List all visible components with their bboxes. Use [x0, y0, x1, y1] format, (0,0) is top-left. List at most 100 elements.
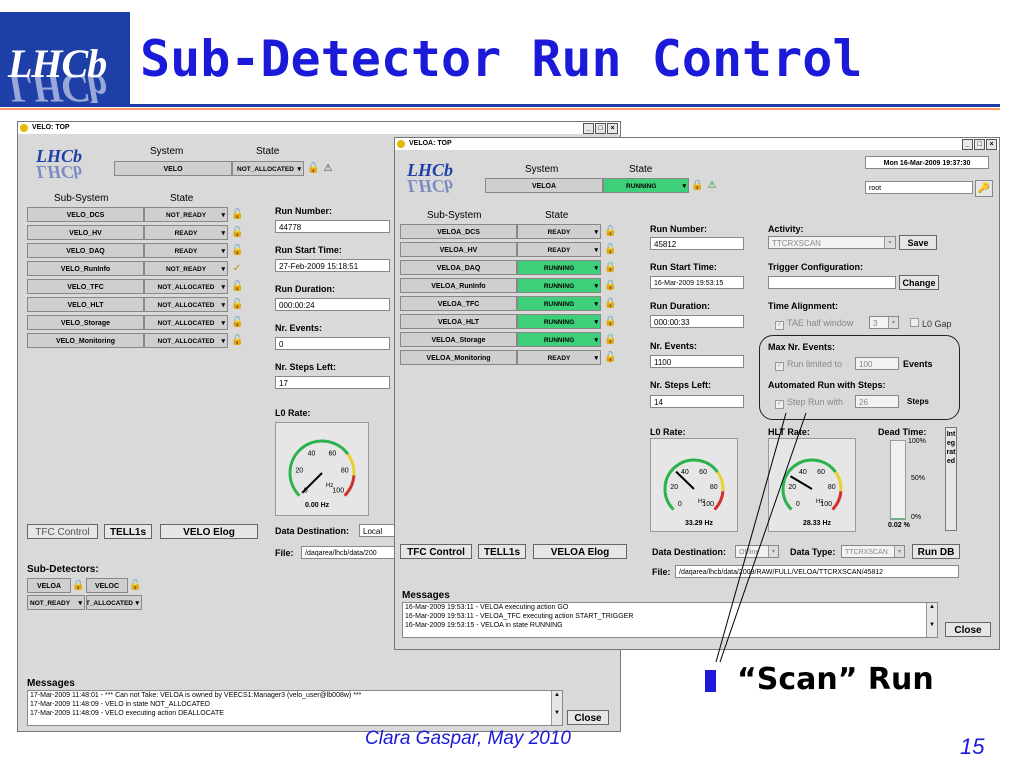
steps-left-field[interactable]: 17 — [275, 376, 390, 389]
system-state[interactable]: RUNNING▾ — [603, 178, 689, 193]
step-run-checkbox[interactable]: ✓ — [775, 400, 784, 409]
file-field[interactable]: /daqarea/lhcb/data/2009/RAW/FULL/VELOA/T… — [675, 565, 959, 578]
step-run-option[interactable]: ✓Step Run with — [775, 397, 844, 409]
subsystem-state[interactable]: NOT_READY▾ — [144, 207, 228, 222]
veloa-elog-button[interactable]: VELOA Elog — [533, 544, 627, 559]
step-run-field[interactable]: 26 — [855, 395, 899, 408]
lock-closed-icon[interactable]: 🔒 — [604, 334, 617, 345]
warning-icon[interactable]: ⚠ — [323, 163, 333, 174]
key-icon[interactable]: 🔑 — [975, 180, 993, 197]
subsystem-name[interactable]: VELO_Storage — [27, 315, 144, 330]
subsystem-name[interactable]: VELOA_Monitoring — [400, 350, 517, 365]
subsystem-state[interactable]: READY▾ — [517, 242, 601, 257]
tell1s-button[interactable]: TELL1s — [478, 544, 526, 559]
subsystem-state[interactable]: NOT_ALLOCATED▾ — [144, 315, 228, 330]
close-button[interactable]: Close — [945, 622, 991, 637]
minimize-icon[interactable]: _ — [583, 123, 594, 134]
run-limited-option[interactable]: ✓Run limited to — [775, 359, 843, 371]
lock-open-icon[interactable]: 🔓 — [604, 244, 617, 255]
lock-closed-icon[interactable]: 🔒 — [604, 280, 617, 291]
nr-events-field[interactable]: 0 — [275, 337, 390, 350]
subsystem-state[interactable]: READY▾ — [144, 225, 228, 240]
subsystem-state[interactable]: RUNNING▾ — [517, 314, 601, 329]
close-icon[interactable]: × — [607, 123, 618, 134]
lock-open-icon[interactable]: 🔓 — [129, 580, 142, 591]
lock-closed-icon[interactable]: 🔒 — [691, 180, 704, 191]
activity-select[interactable]: TTCRXSCAN▾ — [768, 236, 896, 249]
system-name[interactable]: VELO — [114, 161, 232, 176]
run-number-field[interactable]: 44778 — [275, 220, 390, 233]
steps-left-field[interactable]: 14 — [650, 395, 744, 408]
l0-gap-checkbox[interactable] — [910, 318, 919, 327]
subsystem-name[interactable]: VELOA_HLT — [400, 314, 517, 329]
run-start-field[interactable]: 27-Feb-2009 15:18:51 — [275, 259, 390, 272]
lock-icon[interactable]: 🔓 — [307, 163, 320, 174]
tfc-control-button[interactable]: TFC Control — [400, 544, 472, 559]
lock-closed-icon[interactable]: 🔒 — [604, 316, 617, 327]
lock-icon[interactable]: 🔓 — [231, 299, 244, 310]
run-limited-field[interactable]: 100 — [855, 357, 899, 370]
subdetector-veloa[interactable]: VELOA — [27, 578, 71, 593]
user-field[interactable]: root — [865, 181, 973, 194]
l0-gap-option[interactable]: L0 Gap — [910, 318, 952, 329]
lock-open-icon[interactable]: 🔓 — [231, 227, 244, 238]
lock-icon[interactable]: 🔓 — [231, 245, 244, 256]
tfc-control-button[interactable]: TFC Control — [27, 524, 98, 539]
lock-closed-icon[interactable]: 🔒 — [604, 262, 617, 273]
subsystem-state[interactable]: RUNNING▾ — [517, 332, 601, 347]
subsystem-name[interactable]: VELO_DCS — [27, 207, 144, 222]
lock-open-icon[interactable]: 🔓 — [231, 209, 244, 220]
messages-box[interactable]: 16-Mar-2009 19:53:11 - VELOA executing a… — [402, 602, 938, 638]
tae-value-select[interactable]: 3▾ — [869, 316, 899, 329]
subsystem-state[interactable]: READY▾ — [144, 243, 228, 258]
close-button[interactable]: Close — [567, 710, 609, 725]
run-db-button[interactable]: Run DB — [912, 544, 960, 559]
subdetector-veloc-state[interactable]: NOT_ALLOCATED▾ — [86, 595, 142, 610]
subsystem-name[interactable]: VELOA_DAQ — [400, 260, 517, 275]
subsystem-state[interactable]: NOT_ALLOCATED▾ — [144, 297, 228, 312]
run-duration-field[interactable]: 000:00:33 — [650, 315, 744, 328]
subsystem-name[interactable]: VELO_RunInfo — [27, 261, 144, 276]
save-button[interactable]: Save — [899, 235, 937, 250]
run-number-field[interactable]: 45812 — [650, 237, 744, 250]
lock-icon[interactable]: 🔓 — [231, 317, 244, 328]
lock-closed-icon[interactable]: 🔒 — [604, 298, 617, 309]
lock-icon[interactable]: 🔓 — [231, 281, 244, 292]
maximize-icon[interactable]: □ — [595, 123, 606, 134]
system-state[interactable]: NOT_ALLOCATED▾ — [232, 161, 304, 176]
subsystem-state[interactable]: RUNNING▾ — [517, 260, 601, 275]
subdetector-veloa-state[interactable]: NOT_READY▾ — [27, 595, 85, 610]
subsystem-state[interactable]: RUNNING▾ — [517, 296, 601, 311]
subsystem-name[interactable]: VELOA_HV — [400, 242, 517, 257]
tell1s-button[interactable]: TELL1s — [104, 524, 152, 539]
lock-closed-icon[interactable]: 🔒 — [72, 580, 85, 591]
run-limited-checkbox[interactable]: ✓ — [775, 362, 784, 371]
subsystem-name[interactable]: VELOA_TFC — [400, 296, 517, 311]
subsystem-state[interactable]: READY▾ — [517, 350, 601, 365]
lock-icon[interactable]: ✓ — [232, 263, 242, 274]
trigger-config-field[interactable] — [768, 276, 896, 289]
run-start-field[interactable]: 16-Mar-2009 19:53:15 — [650, 276, 744, 289]
integrated-button[interactable]: Integrated — [945, 427, 957, 531]
system-name[interactable]: VELOA — [485, 178, 603, 193]
data-type-select[interactable]: TTCRXSCAN▾ — [841, 545, 905, 558]
subsystem-name[interactable]: VELOA_DCS — [400, 224, 517, 239]
velo-elog-button[interactable]: VELO Elog — [160, 524, 258, 539]
subsystem-state[interactable]: RUNNING▾ — [517, 278, 601, 293]
maximize-icon[interactable]: □ — [974, 139, 985, 150]
subsystem-name[interactable]: VELO_HLT — [27, 297, 144, 312]
subsystem-state[interactable]: READY▾ — [517, 224, 601, 239]
tae-checkbox[interactable]: ✓ — [775, 321, 784, 330]
subsystem-name[interactable]: VELO_Monitoring — [27, 333, 144, 348]
close-icon[interactable]: × — [986, 139, 997, 150]
messages-box[interactable]: 17-Mar-2009 11:48:01 - *** Can not Take:… — [27, 690, 563, 726]
change-button[interactable]: Change — [899, 275, 939, 290]
subdetector-veloc[interactable]: VELOC — [86, 578, 128, 593]
subsystem-name[interactable]: VELO_DAQ — [27, 243, 144, 258]
messages-scrollbar[interactable]: ▲▼ — [926, 603, 937, 637]
subsystem-name[interactable]: VELOA_Storage — [400, 332, 517, 347]
subsystem-state[interactable]: NOT_ALLOCATED▾ — [144, 333, 228, 348]
subsystem-state[interactable]: NOT_READY▾ — [144, 261, 228, 276]
minimize-icon[interactable]: _ — [962, 139, 973, 150]
subsystem-state[interactable]: NOT_ALLOCATED▾ — [144, 279, 228, 294]
